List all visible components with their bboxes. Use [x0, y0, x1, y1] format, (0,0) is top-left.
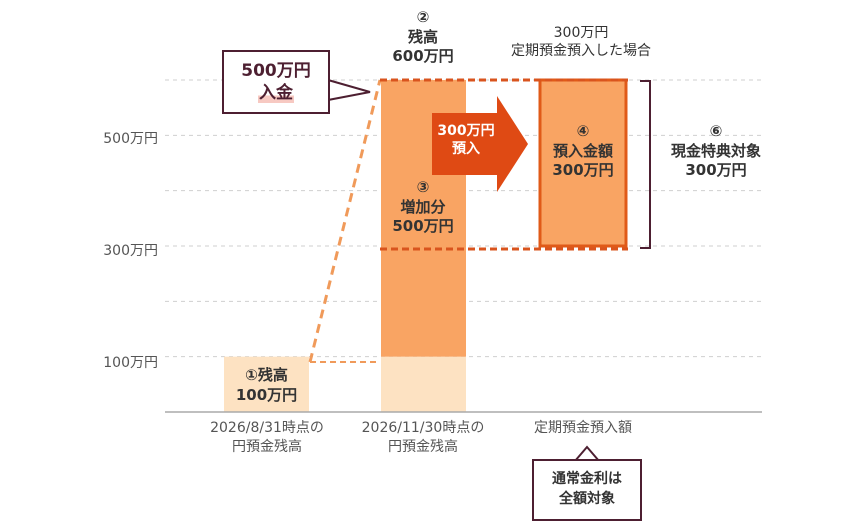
y-tick-label-100: 100万円: [103, 355, 158, 371]
interest-badge: 通常金利は 全額対象: [532, 459, 642, 521]
y-tick-label-500: 500万円: [103, 131, 158, 147]
deposit-arrow: [432, 96, 528, 192]
connector-line-diagonal: [308, 79, 382, 363]
bar2-total-label: ② 残高 600万円: [392, 8, 454, 65]
deposit-label: ④ 預入金額 300万円: [552, 122, 614, 179]
x-label-nov: 2026/11/30時点の 円預金残高: [361, 420, 485, 455]
bar1-label: ①残高 100万円: [235, 366, 298, 404]
bar-0: [224, 356, 309, 412]
top-right-label: 300万円 定期預金預入した場合: [511, 25, 651, 60]
bar-1: [381, 356, 466, 412]
bar-3: [538, 78, 628, 248]
x-label-deposit: 定期預金預入額: [534, 420, 632, 436]
deposit-callout: 500万円 入金: [222, 50, 330, 114]
arrow-label: 300万円 預入: [437, 123, 495, 158]
bar2-increase-label: ③ 増加分 500万円: [392, 178, 454, 235]
y-tick-label-300: 300万円: [103, 243, 158, 259]
cash-bonus-label: ⑥ 現金特典対象 300万円: [670, 122, 761, 179]
x-label-aug: 2026/8/31時点の 円預金残高: [210, 420, 324, 455]
callout-pointer: [327, 78, 371, 102]
cash-bracket: [640, 80, 651, 249]
